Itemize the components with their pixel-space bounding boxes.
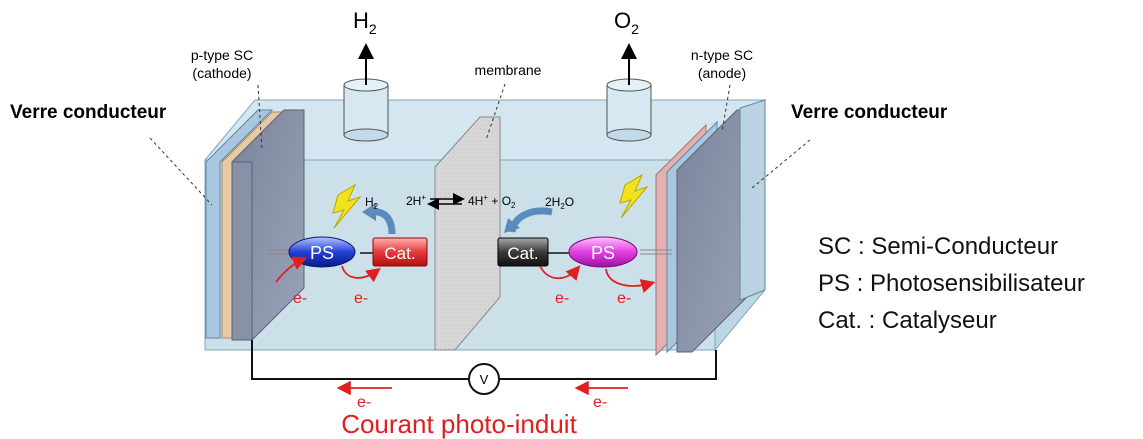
electron-label-5: e-	[357, 394, 371, 411]
o2-outlet-cylinder	[606, 78, 652, 142]
anode-label-line1: n-type SC	[691, 47, 753, 63]
cat-left	[372, 237, 428, 267]
electron-label-2: e-	[354, 290, 368, 307]
cat-right	[497, 237, 549, 267]
cat-left-label: Cat.	[384, 244, 415, 263]
gas-h2-label: H2	[353, 8, 377, 37]
cat-right-label: Cat.	[507, 244, 538, 263]
left-electrode-stack	[205, 109, 305, 341]
right-glass-label: Verre conducteur	[791, 102, 948, 123]
reaction-2h2o: 2H2O	[545, 195, 574, 211]
leader-anode	[721, 84, 731, 133]
leader-cathode	[257, 84, 263, 151]
electron-arrow-3	[539, 265, 581, 281]
external-circuit-right	[500, 350, 717, 380]
ps-left-label: PS	[310, 243, 334, 263]
voltmeter-label: V	[480, 372, 489, 387]
gas-o2-label: O2	[614, 8, 639, 37]
electron-arrow-2	[341, 265, 381, 283]
reaction-4h-o2: 4H+ + O2	[468, 193, 516, 210]
electron-arrow-1	[275, 256, 308, 283]
legend-sc: SC : Semi-Conducteur	[818, 233, 1059, 260]
reaction-2h-plus: 2H+	[406, 193, 426, 208]
left-glass-label: Verre conducteur	[10, 102, 167, 123]
anode-label-line2: (anode)	[698, 65, 746, 81]
current-label: Courant photo-induit	[341, 409, 577, 439]
membrane-plate	[434, 116, 501, 351]
legend: SC : Semi-Conducteur PS : Photosensibili…	[818, 228, 1085, 339]
legend-ps: PS : Photosensibilisateur	[818, 270, 1085, 297]
leader-left-glass	[149, 137, 213, 206]
legend-cat: Cat. : Catalyseur	[818, 307, 997, 334]
h2-evolution-arrowhead	[362, 203, 376, 221]
electron-label-1: e-	[293, 290, 307, 307]
electron-label-4: e-	[617, 290, 631, 307]
ps-right-label: PS	[591, 243, 615, 263]
h2-outlet-cylinder	[343, 78, 389, 142]
electron-label-3: e-	[555, 290, 569, 307]
right-electrode-stack	[655, 99, 766, 357]
external-circuit	[251, 340, 468, 380]
ps-right	[568, 236, 638, 268]
water-oxidation-arrowhead	[504, 218, 520, 233]
lightning-left-icon	[332, 183, 362, 229]
lightning-right-icon	[619, 173, 649, 219]
leader-membrane	[485, 83, 506, 141]
reaction-h2: H2	[365, 195, 379, 211]
voltmeter	[468, 363, 500, 395]
cathode-label-line1: p-type SC	[191, 47, 253, 63]
cathode-label-line2: (cathode)	[192, 65, 251, 81]
electron-arrow-4	[605, 268, 656, 293]
membrane-label: membrane	[475, 62, 542, 78]
electron-label-6: e-	[593, 394, 607, 411]
leader-right-glass	[751, 139, 811, 189]
